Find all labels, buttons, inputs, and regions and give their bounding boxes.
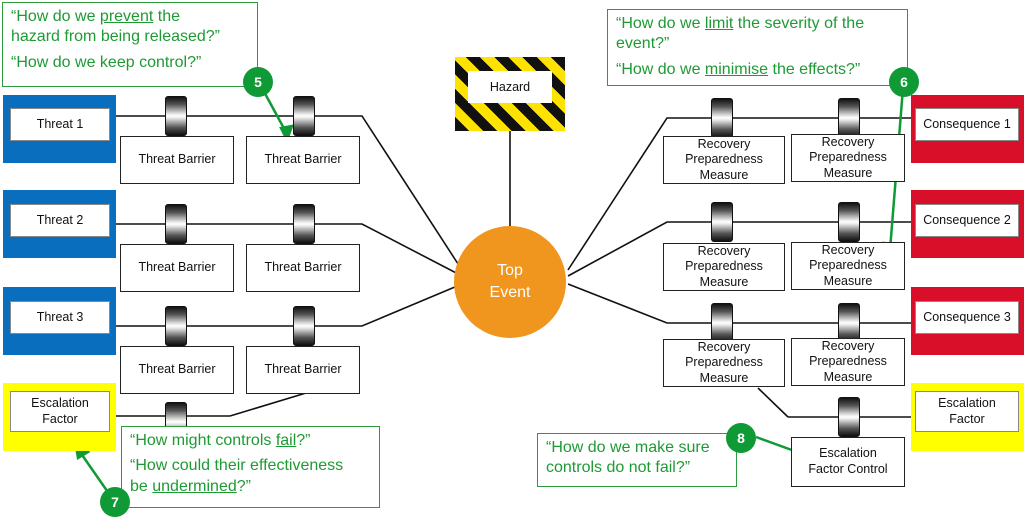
- q7-line2: “How could their effectiveness: [130, 457, 344, 475]
- question-limit-line1: “How do we limit the severity of the even…: [616, 14, 899, 55]
- recovery-line3: Measure: [699, 167, 749, 182]
- top-event-line2: Event: [489, 284, 531, 301]
- barrier-symbol: [293, 306, 315, 346]
- top-event: Top Event: [454, 226, 566, 338]
- q6-underline: limit: [704, 15, 734, 32]
- q7-underline-2: undermined: [152, 477, 237, 495]
- q5-text-b: the: [153, 8, 180, 25]
- recovery-measure-box: Recovery Preparedness Measure: [663, 243, 785, 291]
- q7-underline: fail: [275, 432, 297, 449]
- recovery-measure-box: Recovery Preparedness Measure: [791, 242, 905, 290]
- q6-line3-a: “How do we: [616, 60, 705, 78]
- barrier-symbol: [838, 397, 860, 437]
- barrier-symbol: [838, 98, 860, 138]
- step-badge-8: 8: [726, 423, 756, 453]
- barrier-symbol: [165, 204, 187, 244]
- recovery-line1: Recovery: [697, 136, 751, 151]
- question-callout-limit: “How do we limit the severity of the even…: [607, 9, 908, 86]
- q7-text-b: ?”: [296, 432, 311, 449]
- q6-underline-2: minimise: [704, 60, 769, 78]
- q5-line2: hazard from being released?”: [11, 28, 221, 46]
- escalation-control-line1: Escalation: [819, 446, 877, 461]
- q5-underline: prevent: [99, 8, 154, 25]
- q6-text-b: the severity of the: [733, 15, 865, 32]
- escalation-factor-right: Escalation Factor: [915, 391, 1019, 432]
- recovery-measure-box: Recovery Preparedness Measure: [791, 338, 905, 386]
- recovery-line2: Preparedness: [685, 152, 763, 167]
- recovery-line1: Recovery: [821, 338, 875, 353]
- consequence-1-label: Consequence 1: [915, 108, 1019, 141]
- recovery-line3: Measure: [699, 274, 749, 289]
- barrier-symbol: [711, 202, 733, 242]
- threat-barrier-box: Threat Barrier: [120, 136, 234, 184]
- recovery-line1: Recovery: [697, 243, 751, 258]
- recovery-measure-box: Recovery Preparedness Measure: [663, 136, 785, 184]
- threat-1-label: Threat 1: [10, 108, 110, 141]
- escalation-factor-control-box: Escalation Factor Control: [791, 437, 905, 487]
- recovery-line2: Preparedness: [685, 355, 763, 370]
- barrier-symbol: [293, 204, 315, 244]
- threat-barrier-box: Threat Barrier: [120, 244, 234, 292]
- question-fail-line1: “How might controls fail?”: [130, 431, 371, 451]
- q7-text-a: “How might controls: [130, 432, 276, 449]
- recovery-line1: Recovery: [821, 134, 875, 149]
- recovery-line3: Measure: [699, 370, 749, 385]
- step-badge-5: 5: [243, 67, 273, 97]
- barrier-symbol: [838, 202, 860, 242]
- barrier-symbol: [165, 306, 187, 346]
- recovery-measure-box: Recovery Preparedness Measure: [791, 134, 905, 182]
- barrier-symbol: [838, 303, 860, 343]
- recovery-line2: Preparedness: [809, 354, 887, 369]
- barrier-symbol: [165, 96, 187, 136]
- question-callout-prevent: “How do we prevent the hazard from being …: [2, 2, 258, 87]
- question-limit-line3: “How do we minimise the effects?”: [616, 60, 899, 80]
- q6-text-a: “How do we: [616, 15, 705, 32]
- consequence-3-label: Consequence 3: [915, 301, 1019, 334]
- escalation-left-line1: Escalation: [31, 395, 89, 410]
- escalation-left-line2: Factor: [42, 411, 78, 426]
- step-badge-7: 7: [100, 487, 130, 517]
- barrier-symbol: [711, 98, 733, 138]
- q5-text-a: “How do we: [11, 8, 100, 25]
- consequence-2-label: Consequence 2: [915, 204, 1019, 237]
- recovery-measure-box: Recovery Preparedness Measure: [663, 339, 785, 387]
- recovery-line3: Measure: [823, 369, 873, 384]
- escalation-control-line2: Factor Control: [808, 462, 888, 476]
- question-callout-fail: “How might controls fail?” “How could th…: [121, 426, 380, 508]
- recovery-line2: Preparedness: [809, 150, 887, 165]
- question-prevent-line1: “How do we prevent the hazard from being …: [11, 7, 249, 48]
- threat-barrier-box: Threat Barrier: [246, 346, 360, 394]
- top-event-line1: Top: [497, 261, 523, 279]
- question-make-sure-text: “How do we make sure controls do not fail…: [546, 438, 728, 479]
- barrier-symbol: [293, 96, 315, 136]
- recovery-line2: Preparedness: [809, 258, 887, 273]
- recovery-line1: Recovery: [697, 339, 751, 354]
- threat-barrier-box: Threat Barrier: [120, 346, 234, 394]
- recovery-line2: Preparedness: [685, 259, 763, 274]
- escalation-right-line1: Escalation: [938, 395, 996, 410]
- threat-barrier-box: Threat Barrier: [246, 244, 360, 292]
- threat-2-label: Threat 2: [10, 204, 110, 237]
- recovery-line3: Measure: [823, 165, 873, 180]
- question-prevent-line3: “How do we keep control?”: [11, 53, 202, 71]
- q7-line3-a: be: [130, 477, 153, 495]
- recovery-line3: Measure: [823, 273, 873, 288]
- q6-line2: event?”: [616, 35, 670, 53]
- step-badge-6: 6: [889, 67, 919, 97]
- question-fail-line2: “How could their effectiveness be undermi…: [130, 456, 371, 497]
- q8-line2: controls do not fail?”: [546, 459, 691, 477]
- question-callout-make-sure: “How do we make sure controls do not fail…: [537, 433, 737, 487]
- q6-line3-b: the effects?”: [768, 60, 861, 78]
- q7-line3-b: ?”: [236, 477, 251, 495]
- recovery-line1: Recovery: [821, 242, 875, 257]
- escalation-factor-left: Escalation Factor: [10, 391, 110, 432]
- hazard-label: Hazard: [468, 71, 552, 103]
- escalation-right-line2: Factor: [949, 411, 985, 426]
- threat-barrier-box: Threat Barrier: [246, 136, 360, 184]
- q8-line1: “How do we make sure: [546, 439, 710, 456]
- barrier-symbol: [711, 303, 733, 343]
- threat-3-label: Threat 3: [10, 301, 110, 334]
